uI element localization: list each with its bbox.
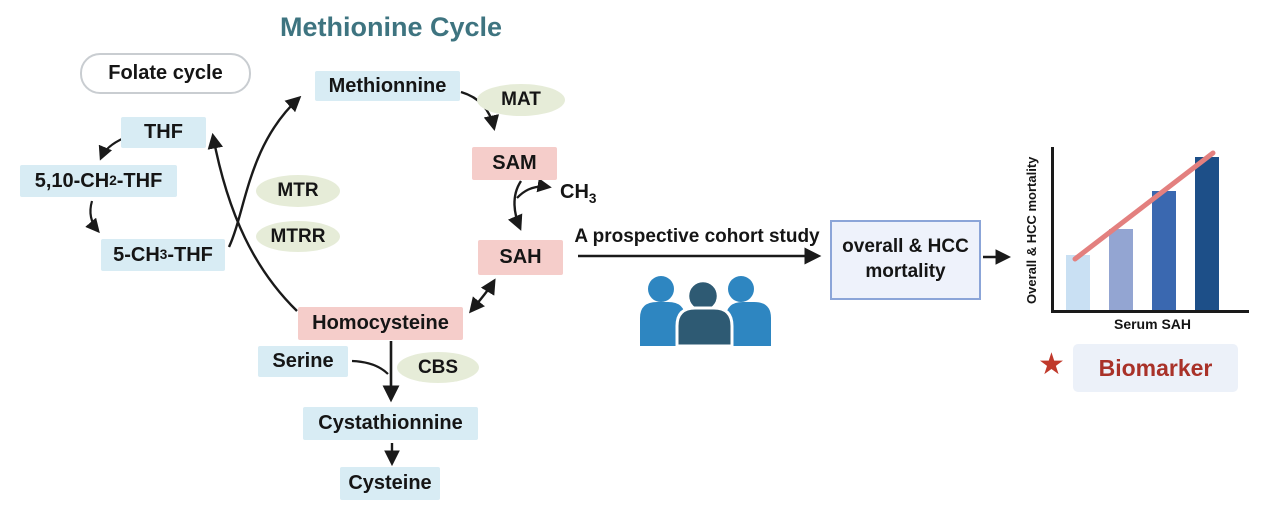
label-ch3-sub: 3	[588, 191, 597, 206]
arrow-sam-to-ch3	[516, 178, 552, 199]
node-cystathionnine: Cystathionnine	[303, 407, 478, 440]
person-center-body	[675, 306, 734, 348]
person-right-head	[728, 276, 754, 302]
folate-cycle-label: Folate cycle	[80, 53, 251, 94]
node-sam: SAM	[472, 147, 557, 180]
bar-3	[1152, 191, 1176, 310]
bar-1	[1066, 255, 1090, 310]
arrow-homocysteine-to-thf	[207, 132, 298, 312]
enzyme-mtrr: MTRR	[256, 221, 340, 252]
enzyme-mtr: MTR	[256, 175, 340, 207]
star-icon: ★	[1038, 348, 1065, 381]
enzyme-cbs: CBS	[397, 352, 479, 383]
person-right-body	[726, 302, 771, 346]
chart-x-axis	[1051, 310, 1249, 313]
cohort-people-icon	[640, 276, 771, 348]
node-serine: Serine	[258, 346, 348, 377]
node-cysteine: Cysteine	[340, 467, 440, 500]
bar-2	[1109, 229, 1133, 310]
arrow-sah-homocysteine-bidirectional	[469, 278, 496, 314]
cohort-study-label: A prospective cohort study	[574, 226, 820, 247]
arrow-sam-to-sah	[507, 180, 523, 231]
node-ch3-thf-pre: 5-CH	[113, 243, 160, 266]
node-methionnine: Methionnine	[315, 71, 460, 101]
connector-serine-to-cbs-arrow	[351, 359, 389, 375]
chart-y-axis-label: Overall & HCC mortality	[1024, 156, 1039, 304]
node-sah: SAH	[478, 240, 563, 275]
node-thf: THF	[121, 117, 206, 148]
enzyme-mat: MAT	[477, 84, 565, 116]
chart-y-axis	[1051, 147, 1054, 313]
person-left-head	[648, 276, 674, 302]
node-ch2-thf-post: -THF	[116, 169, 163, 192]
label-ch3: CH3	[560, 181, 597, 206]
node-ch2-thf-pre: 5,10-CH	[34, 169, 110, 192]
outcome-box: overall & HCC mortality	[830, 220, 981, 300]
diagram-title: Methionine Cycle	[280, 12, 503, 42]
node-ch3-thf-post: -THF	[167, 243, 213, 266]
label-ch3-pre: CH	[560, 181, 589, 203]
chart-x-axis-label: Serum SAH	[1113, 316, 1192, 332]
person-left-body	[640, 302, 685, 346]
arrow-ch3thf-to-methionnine	[227, 95, 302, 248]
bar-4	[1195, 157, 1219, 310]
node-homocysteine: Homocysteine	[298, 307, 463, 340]
arrow-ch2thf-to-ch3thf	[85, 200, 100, 234]
bar-group	[1066, 149, 1226, 310]
biomarker-badge: Biomarker	[1073, 344, 1238, 392]
